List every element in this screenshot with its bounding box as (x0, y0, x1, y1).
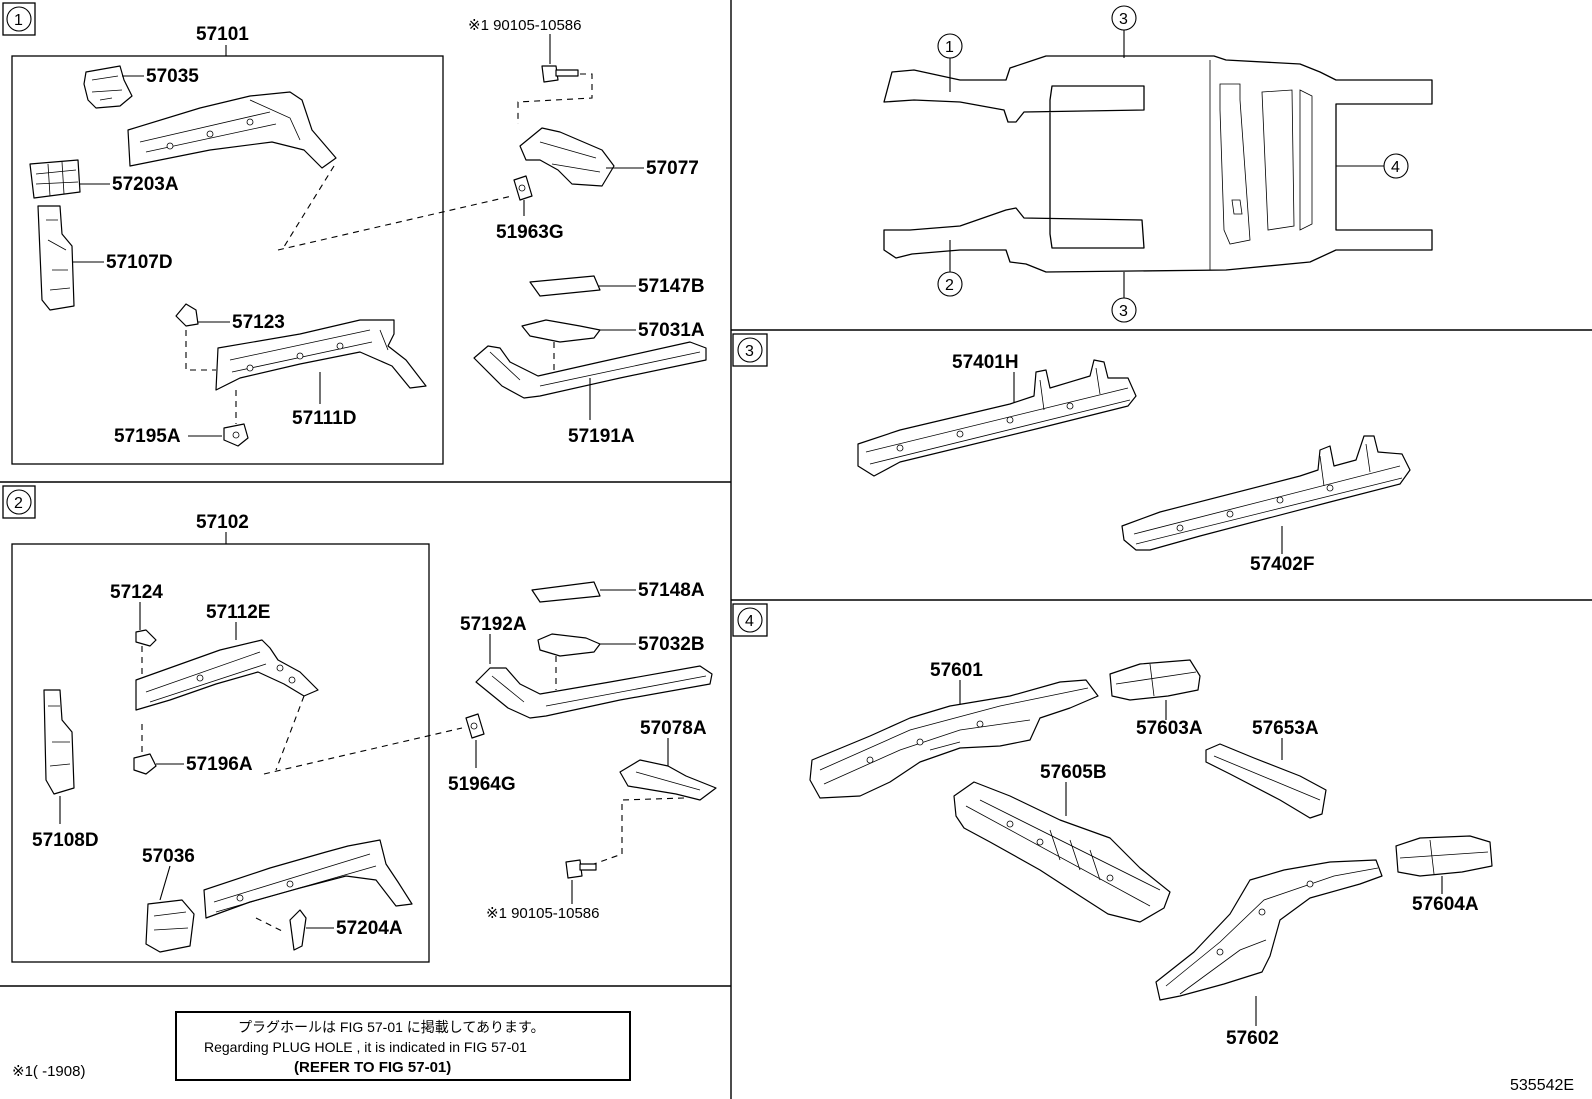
part-57601[interactable] (809, 679, 1099, 799)
part-label-57603A[interactable]: 57603A (1136, 718, 1203, 739)
part-label-57195A[interactable]: 57195A (114, 426, 181, 447)
part-label-57196A[interactable]: 57196A (186, 754, 253, 775)
part-57196A[interactable] (133, 753, 157, 775)
part-label-57111D[interactable]: 57111D (292, 408, 356, 429)
part-label-57604A[interactable]: 57604A (1412, 894, 1479, 915)
part-label-51963G[interactable]: 51963G (496, 222, 564, 243)
part-label-57107D[interactable]: 57107D (106, 252, 173, 273)
part-57032B[interactable] (537, 633, 601, 657)
part-57204A[interactable] (289, 909, 307, 951)
part-57077[interactable] (519, 127, 615, 187)
part-label-57191A[interactable]: 57191A (568, 426, 635, 447)
part-57603A[interactable] (1109, 659, 1201, 701)
overview-callout-2[interactable]: 2 (937, 240, 963, 297)
part-57147B[interactable] (529, 275, 601, 297)
part-57031A[interactable] (521, 319, 601, 343)
part-label-57102[interactable]: 57102 (196, 512, 249, 533)
part-57101-rail[interactable] (127, 91, 337, 169)
overview-callout-2-label: 2 (945, 277, 954, 294)
part-label-90105-10586-bottom[interactable]: ※1 90105-10586 (486, 905, 600, 922)
part-label-57031A[interactable]: 57031A (638, 320, 705, 341)
part-57148A[interactable] (531, 581, 601, 603)
part-label-57605B[interactable]: 57605B (1040, 762, 1107, 783)
part-label-57402F[interactable]: 57402F (1250, 554, 1314, 575)
part-57402F[interactable] (1121, 435, 1411, 551)
part-57123[interactable] (175, 303, 199, 327)
overview-callout-4[interactable]: 4 (1336, 153, 1409, 179)
overview-callout-3-top-label: 3 (1119, 11, 1128, 28)
section-badge-2: 2 (2, 485, 36, 519)
overview-callout-3-top[interactable]: 3 (1111, 5, 1137, 58)
footnote: ※1( -1908) (12, 1063, 85, 1080)
part-label-57204A[interactable]: 57204A (336, 918, 403, 939)
part-label-57148A[interactable]: 57148A (638, 580, 705, 601)
part-label-90105-10586-top[interactable]: ※1 90105-10586 (468, 17, 582, 34)
part-label-57035[interactable]: 57035 (146, 66, 199, 87)
section-badge-1-label: 1 (14, 12, 23, 29)
part-57192A[interactable] (475, 665, 713, 719)
part-label-57124[interactable]: 57124 (110, 582, 163, 603)
overview-callout-4-label: 4 (1391, 159, 1400, 176)
overview-callout-3-bottom-label: 3 (1119, 303, 1128, 320)
overview-callout-1-label: 1 (945, 39, 954, 56)
part-label-57112E[interactable]: 57112E (206, 602, 270, 623)
part-57653A[interactable] (1205, 743, 1327, 819)
part-label-57032B[interactable]: 57032B (638, 634, 705, 655)
part-57111D[interactable] (215, 319, 427, 391)
section-badge-1: 1 (2, 2, 36, 36)
part-57605B[interactable] (953, 781, 1171, 923)
part-label-57602[interactable]: 57602 (1226, 1028, 1279, 1049)
underbody-overview (883, 55, 1433, 273)
part-57401H[interactable] (857, 359, 1137, 477)
part-51964G[interactable] (465, 713, 485, 739)
part-57078A[interactable] (619, 759, 717, 801)
part-label-57077[interactable]: 57077 (646, 158, 699, 179)
part-label-57401H[interactable]: 57401H (952, 352, 1019, 373)
part-label-57036[interactable]: 57036 (142, 846, 195, 867)
note-line-2: Regarding PLUG HOLE , it is indicated in… (204, 1039, 527, 1055)
part-57602[interactable] (1155, 859, 1383, 1001)
part-label-57653A[interactable]: 57653A (1252, 718, 1319, 739)
part-51963G[interactable] (513, 175, 533, 201)
part-label-57203A[interactable]: 57203A (112, 174, 179, 195)
overview-callout-3-bottom[interactable]: 3 (1111, 272, 1137, 323)
part-57195A[interactable] (223, 423, 249, 447)
figure-id: 535542E (1510, 1077, 1574, 1094)
part-label-51964G[interactable]: 51964G (448, 774, 516, 795)
part-label-57123[interactable]: 57123 (232, 312, 285, 333)
section-badge-3-label: 3 (745, 343, 754, 360)
assembly-box-57102 (11, 543, 430, 963)
part-57604A[interactable] (1395, 835, 1493, 877)
plug-hole-note: プラグホールは FIG 57-01 に掲載してあります。 Regarding P… (175, 1011, 631, 1081)
note-line-1: プラグホールは FIG 57-01 に掲載してあります。 (238, 1019, 545, 1035)
note-line-3: (REFER TO FIG 57-01) (294, 1059, 451, 1076)
section-badge-4-label: 4 (745, 613, 754, 630)
part-57107D[interactable] (37, 205, 75, 311)
part-57203A[interactable] (29, 159, 81, 199)
part-bolt-90105-top[interactable] (541, 65, 579, 83)
part-label-57108D[interactable]: 57108D (32, 830, 99, 851)
part-57036[interactable] (145, 899, 195, 953)
part-57112E[interactable] (135, 639, 319, 711)
part-57124[interactable] (135, 629, 157, 647)
part-label-57147B[interactable]: 57147B (638, 276, 705, 297)
assembly-box-57101 (11, 55, 444, 465)
part-57102-rail[interactable] (203, 839, 413, 919)
part-label-57192A[interactable]: 57192A (460, 614, 527, 635)
section-badge-4: 4 (732, 603, 768, 637)
overview-callout-1[interactable]: 1 (937, 33, 963, 92)
part-label-57601[interactable]: 57601 (930, 660, 983, 681)
part-57108D[interactable] (43, 689, 75, 795)
part-bolt-90105-bottom[interactable] (565, 859, 597, 879)
part-57035[interactable] (83, 65, 133, 109)
part-label-57078A[interactable]: 57078A (640, 718, 707, 739)
part-57191A[interactable] (473, 341, 707, 399)
section-badge-2-label: 2 (14, 495, 23, 512)
part-label-57101[interactable]: 57101 (196, 24, 249, 45)
section-badge-3: 3 (732, 333, 768, 367)
